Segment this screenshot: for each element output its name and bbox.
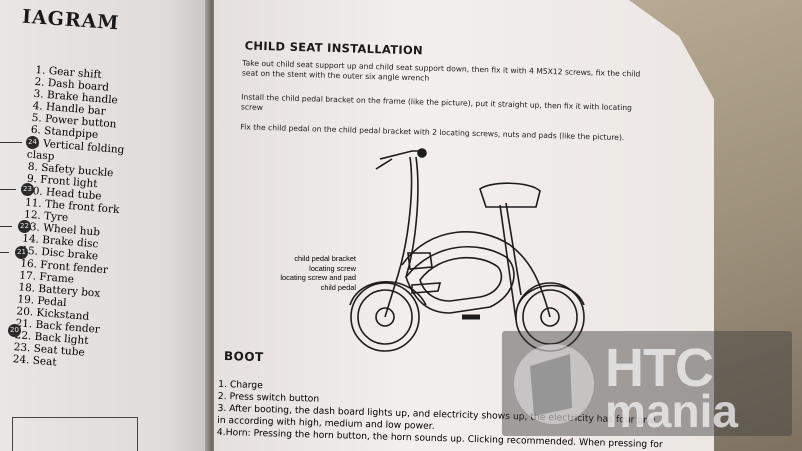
boot-title: BOOT (223, 349, 264, 365)
callout-23: 23 (21, 183, 34, 196)
ebike-line-drawing (349, 148, 585, 352)
back-fender (517, 284, 585, 306)
callout-20: 20 (8, 324, 21, 337)
front-fender (349, 281, 427, 306)
callout-24: 24 (26, 136, 39, 149)
label-child-pedal-bracket: child pedal bracket (294, 254, 356, 263)
callout-21: 21 (15, 246, 28, 259)
seat-tube (499, 204, 517, 321)
child-pedal-bracket (407, 252, 433, 270)
child-pedal (411, 282, 442, 294)
label-child-pedal: child pedal (320, 283, 356, 292)
watermark-htc: HTC (605, 338, 714, 398)
right-page (214, 0, 714, 451)
leader-line (0, 189, 16, 190)
standpipe (384, 156, 413, 318)
frame (401, 231, 551, 318)
left-page (0, 0, 210, 451)
front-wheel (350, 282, 420, 352)
label-locating-screw: locating screw (309, 264, 356, 273)
watermark-mania: mania (605, 385, 738, 437)
watermark-logo-icon (514, 344, 594, 424)
seat (479, 182, 541, 208)
leader-line (0, 226, 12, 227)
label-locating-screw-and-pad: locating screw and pad (280, 273, 356, 282)
leader-line (0, 252, 9, 253)
leader-line (0, 142, 22, 143)
callout-22: 22 (18, 220, 31, 233)
left-page-box (12, 417, 138, 451)
